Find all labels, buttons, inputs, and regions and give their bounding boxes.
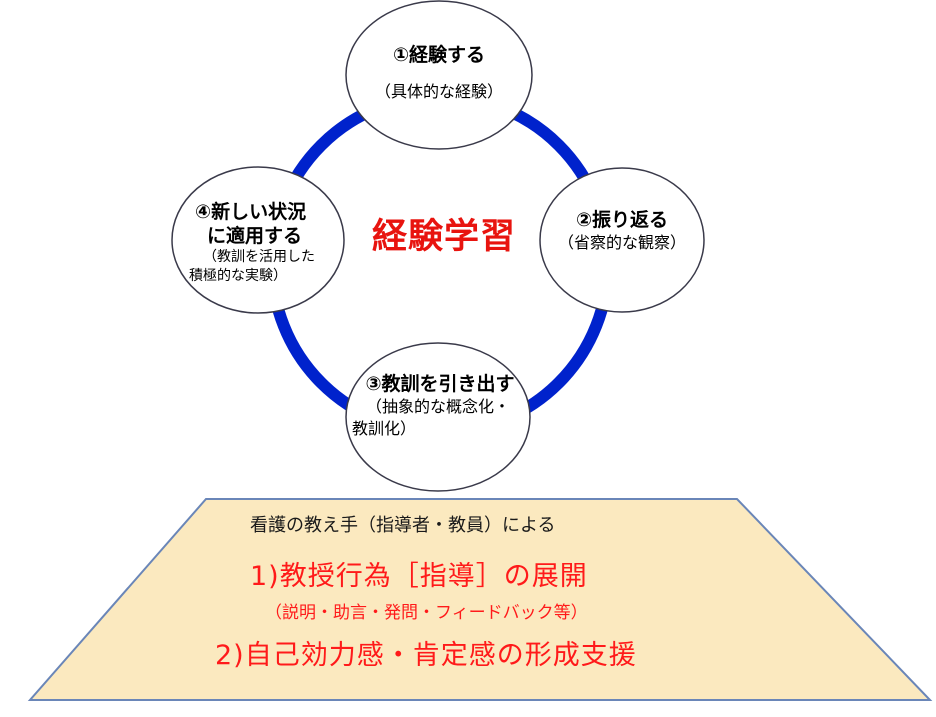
stage-2-title: ②振り返る — [575, 209, 669, 231]
stage-4-title-line1: ④新しい状況 — [195, 201, 307, 223]
stage-1-ellipse — [345, 0, 533, 150]
stage-4-ellipse — [171, 166, 345, 314]
stage-1-text: ①経験する （具体的な経験） — [359, 43, 519, 103]
base-item-2: 2)自己効力感・肯定感の形成支援 — [215, 640, 637, 671]
base-item-1-note: （説明・助言・発問・フィードバック等） — [265, 603, 588, 623]
stage-4-desc-line1: （教訓を活用した — [203, 249, 315, 265]
stage-4-text: ④新しい状況 に適用する （教訓を活用した 積極的な実験） — [183, 200, 333, 286]
stage-2-ellipse — [539, 167, 705, 313]
stage-3-title: ③教訓を引き出す — [365, 373, 515, 395]
base-trapezoid — [27, 498, 933, 701]
stage-3-text: ③教訓を引き出す （抽象的な概念化・ 教訓化） — [352, 372, 528, 440]
stage-4-desc-line2: 積極的な実験） — [189, 268, 287, 284]
stage-3-ellipse — [345, 342, 531, 492]
center-label: 経験学習 — [372, 217, 517, 257]
base-intro: 看護の教え手（指導者・教員）による — [250, 515, 556, 536]
base-item-1: 1)教授行為［指導］の展開 — [250, 561, 588, 592]
stage-1-desc: （具体的な経験） — [374, 82, 503, 101]
stage-2-desc: （省察的な観察） — [557, 233, 686, 252]
stage-1-title: ①経験する — [392, 44, 486, 66]
stage-2-text: ②振り返る （省察的な観察） — [546, 208, 698, 254]
stage-4-title-line2: に適用する — [207, 225, 303, 247]
stage-3-desc-line2: 教訓化） — [352, 419, 417, 438]
stage-3-desc-line1: （抽象的な概念化・ — [366, 397, 511, 416]
